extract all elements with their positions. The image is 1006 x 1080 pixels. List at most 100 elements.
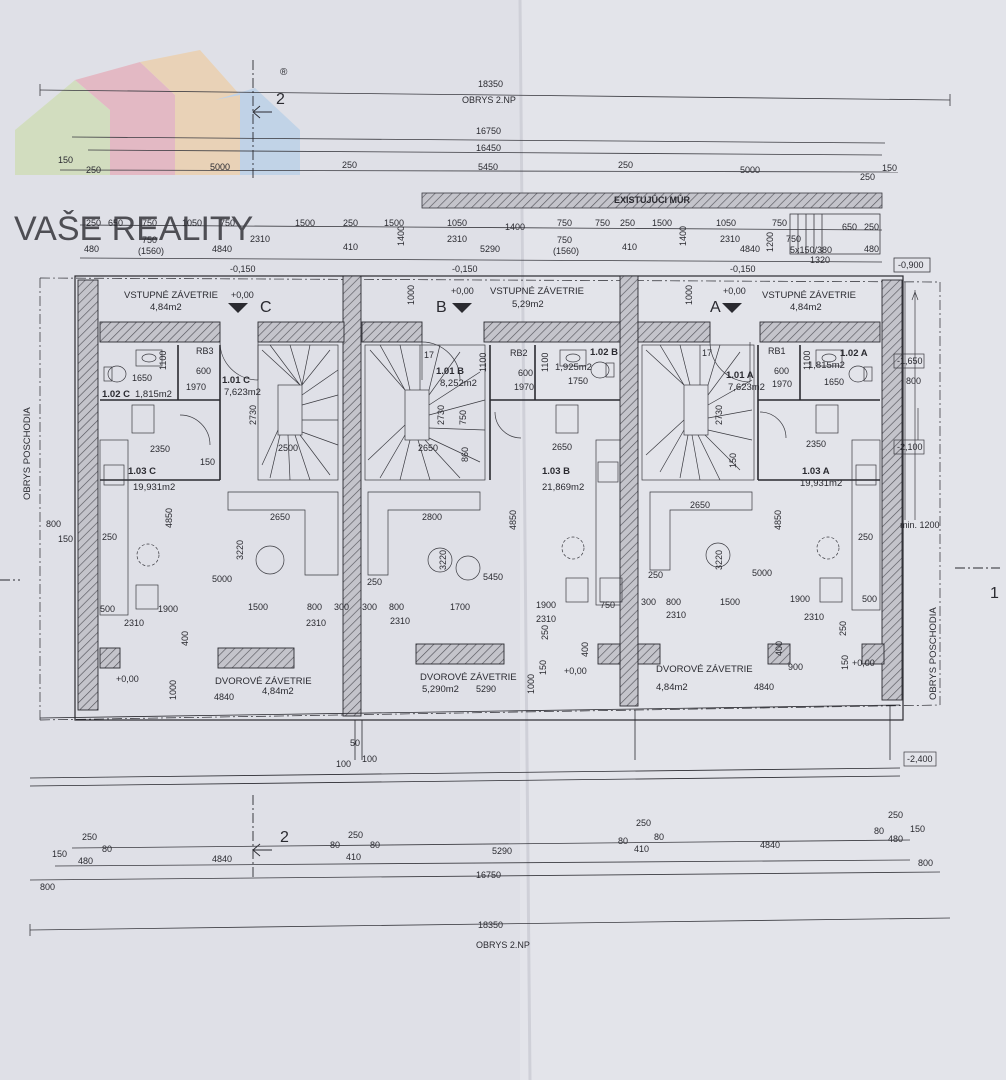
obrys-poschodia-right: OBRYS POSCHODIA (928, 607, 939, 700)
top-dimensions (39, 84, 951, 263)
room-101b-area: 8,252m2 (440, 378, 477, 389)
dim-410-r2c: 410 (343, 242, 358, 252)
ramp-right (904, 282, 919, 520)
room-102c: 1.02 C (102, 389, 130, 400)
dim-150-a: 150 (728, 453, 738, 468)
dim-250-bottom-l: 250 (82, 832, 97, 842)
dim-600-c: 600 (196, 366, 211, 376)
dim-total-top: 18350 (478, 79, 503, 89)
dim-750-r2b: 750 (557, 235, 572, 245)
dim-5450-b: 5450 (483, 572, 503, 582)
wall-front-c1 (99, 321, 221, 343)
level-box-1650 (893, 353, 925, 369)
wall-back-b2 (597, 643, 621, 665)
dim-1700-b: 1700 (450, 602, 470, 612)
dim-5290-bottom: 5290 (492, 846, 512, 856)
dim-1100-b2: 1100 (478, 353, 488, 372)
dim-2650-b: 2650 (552, 442, 572, 452)
level-0150-c: -0,150 (230, 264, 256, 274)
section-mark-right: 1 (990, 585, 999, 602)
dim-2730-c: 2730 (248, 405, 258, 425)
dim-250-bottom-b: 250 (636, 818, 651, 828)
vst-b-name: VSTUPNÉ ZÁVETRIE (490, 286, 584, 297)
dim-2350-a: 2350 (806, 439, 826, 449)
dim-1100-a: 1100 (802, 351, 812, 370)
dim-3220-c: 3220 (235, 540, 245, 560)
dim-600-a: 600 (774, 366, 789, 376)
entry-steps-a (789, 213, 881, 255)
room-102a: 1.02 A (840, 348, 868, 359)
level-0-c: +0,00 (231, 290, 254, 300)
dim-1400-r1: 1400 (505, 222, 525, 232)
dim-1000-b-front: 1000 (406, 285, 416, 305)
dim-2310-a2: 2310 (804, 612, 824, 622)
dim-150-c: 150 (200, 457, 215, 467)
dim-480-bottom-a: 480 (888, 834, 903, 844)
dim-860-b: 860 (460, 447, 470, 462)
dim-500-c: 500 (100, 604, 115, 614)
wall-back-a0 (637, 643, 661, 665)
dim-1970-a: 1970 (772, 379, 792, 389)
unit-a: A (710, 299, 721, 316)
dim-410-bottom-c: 410 (346, 852, 361, 862)
level-0-c-back: +0,00 (116, 674, 139, 684)
room-102a-area: 1,815m2 (808, 360, 845, 371)
dim-410-bottom-b: 410 (634, 844, 649, 854)
dim-1560-r2b: (1560) (553, 246, 579, 256)
building-outline (39, 275, 941, 721)
rb1: RB1 (768, 346, 786, 356)
level-2100: -2,100 (897, 442, 923, 452)
dim-4850-b: 4850 (508, 510, 518, 530)
dim-250-b-door: 250 (540, 625, 550, 640)
partitions (100, 345, 880, 481)
section-mark-bottom: 2 (280, 829, 289, 846)
dim-250-a-side: 250 (648, 570, 663, 580)
dim-600-b: 600 (518, 368, 533, 378)
dim-800-c: 800 (307, 602, 322, 612)
dim-1200-r2a: 1200 (765, 232, 775, 252)
vst-a-area: 4,84m2 (790, 302, 822, 313)
existing-wall (421, 192, 883, 209)
stair-b (364, 344, 486, 481)
section-arrow-top (252, 105, 272, 119)
dim-4840-bottom-c: 4840 (212, 854, 232, 864)
dim-650-r1a: 650 (842, 222, 857, 232)
dim-800-b: 800 (389, 602, 404, 612)
dim-2310-r2a: 2310 (720, 234, 740, 244)
level-box-2100 (893, 439, 925, 455)
dim-150-a-side: 150 (840, 655, 850, 670)
dim-480-r2: 480 (84, 244, 99, 254)
dim-2730-a: 2730 (714, 405, 724, 425)
dim-250-top-b: 250 (618, 160, 633, 170)
dim-2650-b-stair: 2650 (418, 443, 438, 453)
level-0-a-back: +0,00 (852, 658, 875, 668)
stair-a (641, 344, 755, 481)
dim-5000-a: 5000 (752, 568, 772, 578)
dim-16750-top: 16750 (476, 126, 501, 136)
room-103a-area: 19,931m2 (800, 478, 842, 489)
dim-150-top-right: 150 (882, 163, 897, 173)
dim-4840-bottom-a: 4840 (760, 840, 780, 850)
dim-1750-b: 1750 (568, 376, 588, 386)
dim-1000-a-front: 1000 (684, 285, 694, 305)
dim-4840-r2c: 4840 (212, 244, 232, 254)
dim-2310-r2c: 2310 (250, 234, 270, 244)
dim-1900-b: 1900 (536, 600, 556, 610)
level-0150-b: -0,150 (452, 264, 478, 274)
doors (179, 341, 787, 446)
dim-2650-a: 2650 (690, 500, 710, 510)
room-101b: 1.01 B (436, 366, 464, 377)
room-102b: 1.02 B (590, 347, 618, 358)
room-103c: 1.03 C (128, 466, 156, 477)
dim-800-a: 800 (666, 597, 681, 607)
dim-250-b-side: 250 (367, 577, 382, 587)
dim-2310-b2: 2310 (536, 614, 556, 624)
dim-80-bottom-a: 80 (874, 826, 884, 836)
dim-800-bottom-l: 800 (40, 882, 55, 892)
dim-750-r1c2: 750 (220, 218, 235, 228)
watermark-mark: ® (280, 67, 288, 78)
wall-front-a2 (759, 321, 881, 343)
dim-250-r1: 250 (86, 218, 101, 228)
dim-2310-a: 2310 (666, 610, 686, 620)
dim-1050-r1c: 1050 (182, 218, 202, 228)
